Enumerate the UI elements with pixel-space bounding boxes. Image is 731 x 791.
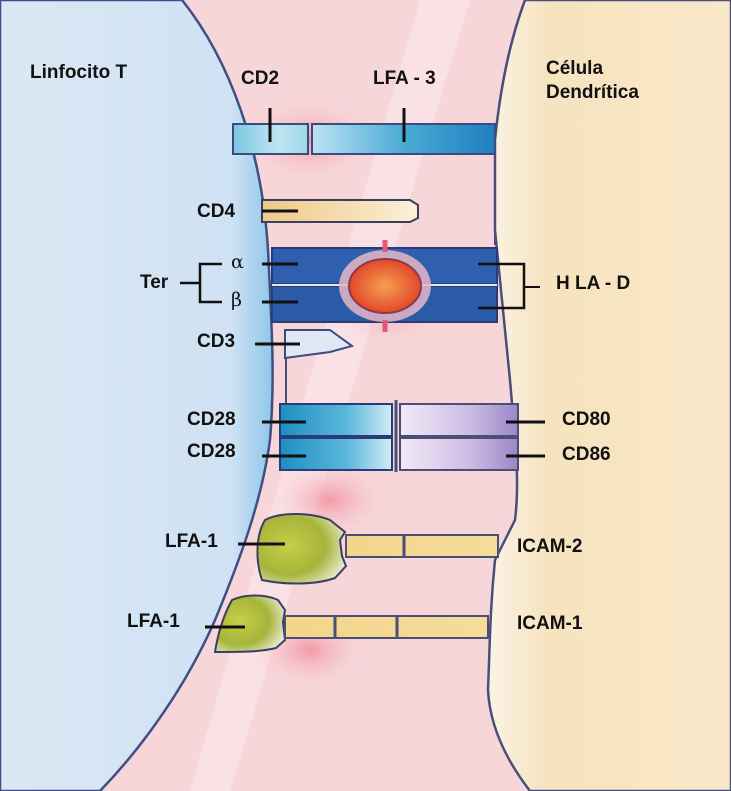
peptide-antigen	[348, 258, 422, 314]
cd80-bar	[399, 403, 519, 437]
lfa1-label-lower: LFA-1	[127, 611, 180, 632]
lfa3-label: LFA - 3	[373, 68, 436, 89]
icam2-bar	[345, 534, 499, 558]
dendritic-cell-label-line1: Célula	[546, 58, 604, 79]
cd86-bar	[399, 437, 519, 471]
cd4-molecule	[261, 199, 419, 223]
hla-d-label: H LA - D	[556, 273, 631, 294]
icam1-bar	[284, 615, 489, 639]
alpha-label: α	[231, 251, 244, 273]
cd28-label-upper: CD28	[187, 409, 236, 430]
lfa1-label-upper: LFA-1	[165, 531, 218, 552]
icam1-label: ICAM-1	[517, 613, 583, 634]
ter-label: Ter	[140, 272, 169, 293]
cd3-label: CD3	[197, 331, 236, 352]
cd2-label: CD2	[241, 68, 280, 89]
icam2-label: ICAM-2	[517, 536, 583, 557]
glow	[240, 95, 380, 185]
t-cell-label: Linfocito T	[30, 62, 128, 83]
lfa1-molecule-upper	[256, 513, 348, 585]
cd4-label: CD4	[197, 201, 236, 222]
cd28-label-lower: CD28	[187, 441, 236, 462]
cd80-label: CD80	[562, 409, 611, 430]
cd86-label: CD86	[562, 444, 611, 465]
cd3-molecule	[284, 329, 355, 360]
background-streak	[190, 0, 470, 791]
beta-label: β	[231, 289, 242, 311]
dendritic-cell-body	[486, 0, 731, 791]
cd28-bar-upper	[279, 403, 393, 437]
dendritic-cell-label-line2: Dendrítica	[546, 82, 639, 103]
cd28-bar-lower	[279, 437, 393, 471]
